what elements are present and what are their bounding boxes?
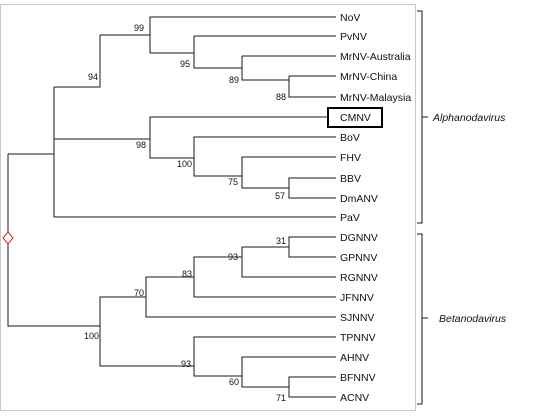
bootstrap-value: 70: [134, 288, 144, 298]
branch-pav: [53, 139, 336, 218]
branch-jfnnv-clade: [193, 256, 336, 298]
branch-bfnnv-acnv: [288, 376, 336, 398]
branch-dgnnv-gpnnv: [288, 236, 336, 258]
taxon-label-nov: NoV: [340, 12, 360, 24]
taxon-label-mrnv-china: MrNV-China: [340, 71, 397, 83]
bootstrap-value: 88: [276, 92, 286, 102]
bootstrap-value: 89: [229, 75, 239, 85]
bootstrap-value: 94: [88, 72, 98, 82]
group-label-betanodavirus: Betanodavirus: [439, 313, 507, 325]
bootstrap-value: 99: [134, 23, 144, 33]
bootstrap-value: 100: [177, 159, 192, 169]
branch-ahnv-clade: [241, 356, 336, 388]
bootstrap-value: 93: [228, 252, 238, 262]
taxon-label-jfnnv: JFNNV: [340, 292, 374, 304]
branches: [7, 16, 336, 398]
taxon-label-rgnnv: RGNNV: [340, 272, 378, 284]
diagram-frame: [0, 4, 416, 411]
taxon-label-bov: BoV: [340, 132, 360, 144]
taxon-label-sjnnv: SJNNV: [340, 312, 374, 324]
taxon-label-ahnv: AHNV: [340, 352, 369, 364]
branch-alpha-core: [53, 35, 101, 139]
taxon-label-dmanv: DmANV: [340, 193, 378, 205]
taxon-label-mrnv-malaysia: MrNV-Malaysia: [340, 92, 411, 104]
taxon-label-pvnv: PvNV: [340, 31, 367, 43]
branch-root-alpha: [8, 87, 55, 155]
branch-fhv-clade: [241, 156, 336, 189]
taxon-label-mrnv-australia: MrNV-Australia: [340, 51, 411, 63]
bootstrap-value: 60: [229, 377, 239, 387]
branch-tpnnv-clade: [193, 336, 336, 377]
taxon-label-acnv: ACNV: [340, 392, 369, 404]
taxon-label-gpnnv: GPNNV: [340, 252, 377, 264]
bootstrap-value: 31: [276, 236, 286, 246]
bootstrap-value: 93: [181, 359, 191, 369]
bootstrap-values: 99 95 94 89 88 98 100 75 57 31 93 83 70 …: [84, 23, 286, 403]
branch-rgnnv-clade: [241, 246, 336, 278]
root-marker: [2, 231, 14, 245]
taxon-label-bbv: BBV: [340, 173, 361, 185]
taxon-labels: NoV PvNV MrNV-Australia MrNV-China MrNV-…: [327, 12, 411, 404]
taxon-label-dgnnv: DGNNV: [340, 232, 378, 244]
branch-china-malaysia: [288, 75, 336, 98]
taxon-label-fhv: FHV: [340, 152, 361, 164]
branch-cmnv-clade: [54, 116, 328, 159]
bootstrap-value: 100: [84, 331, 99, 341]
alpha-bracket: [417, 10, 428, 224]
bootstrap-value: 57: [275, 191, 285, 201]
branch-root-beta: [7, 154, 54, 327]
group-label-alphanodavirus: Alphanodavirus: [432, 112, 506, 124]
bootstrap-value: 98: [136, 140, 146, 150]
taxon-label-pav: PaV: [340, 212, 360, 224]
branch-sjnnv-clade: [145, 276, 336, 318]
taxon-label-tpnnv: TPNNV: [340, 332, 376, 344]
bootstrap-value: 83: [182, 269, 192, 279]
taxon-label-cmnv: CMNV: [340, 112, 371, 124]
beta-bracket: [417, 233, 428, 405]
cmnv-highlight-box: [327, 107, 383, 128]
branch-australia-clade: [241, 55, 336, 81]
branch-bov-clade: [193, 136, 336, 177]
bootstrap-value: 71: [276, 393, 286, 403]
branch-pvnv-clade: [193, 35, 336, 69]
bootstrap-value: 95: [180, 59, 190, 69]
taxon-label-bfnnv: BFNNV: [340, 372, 376, 384]
bootstrap-value: 75: [228, 177, 238, 187]
branch-nov-clade: [100, 16, 336, 54]
branch-bbv-dmanv: [288, 177, 336, 199]
branch-beta-root: [54, 296, 194, 367]
